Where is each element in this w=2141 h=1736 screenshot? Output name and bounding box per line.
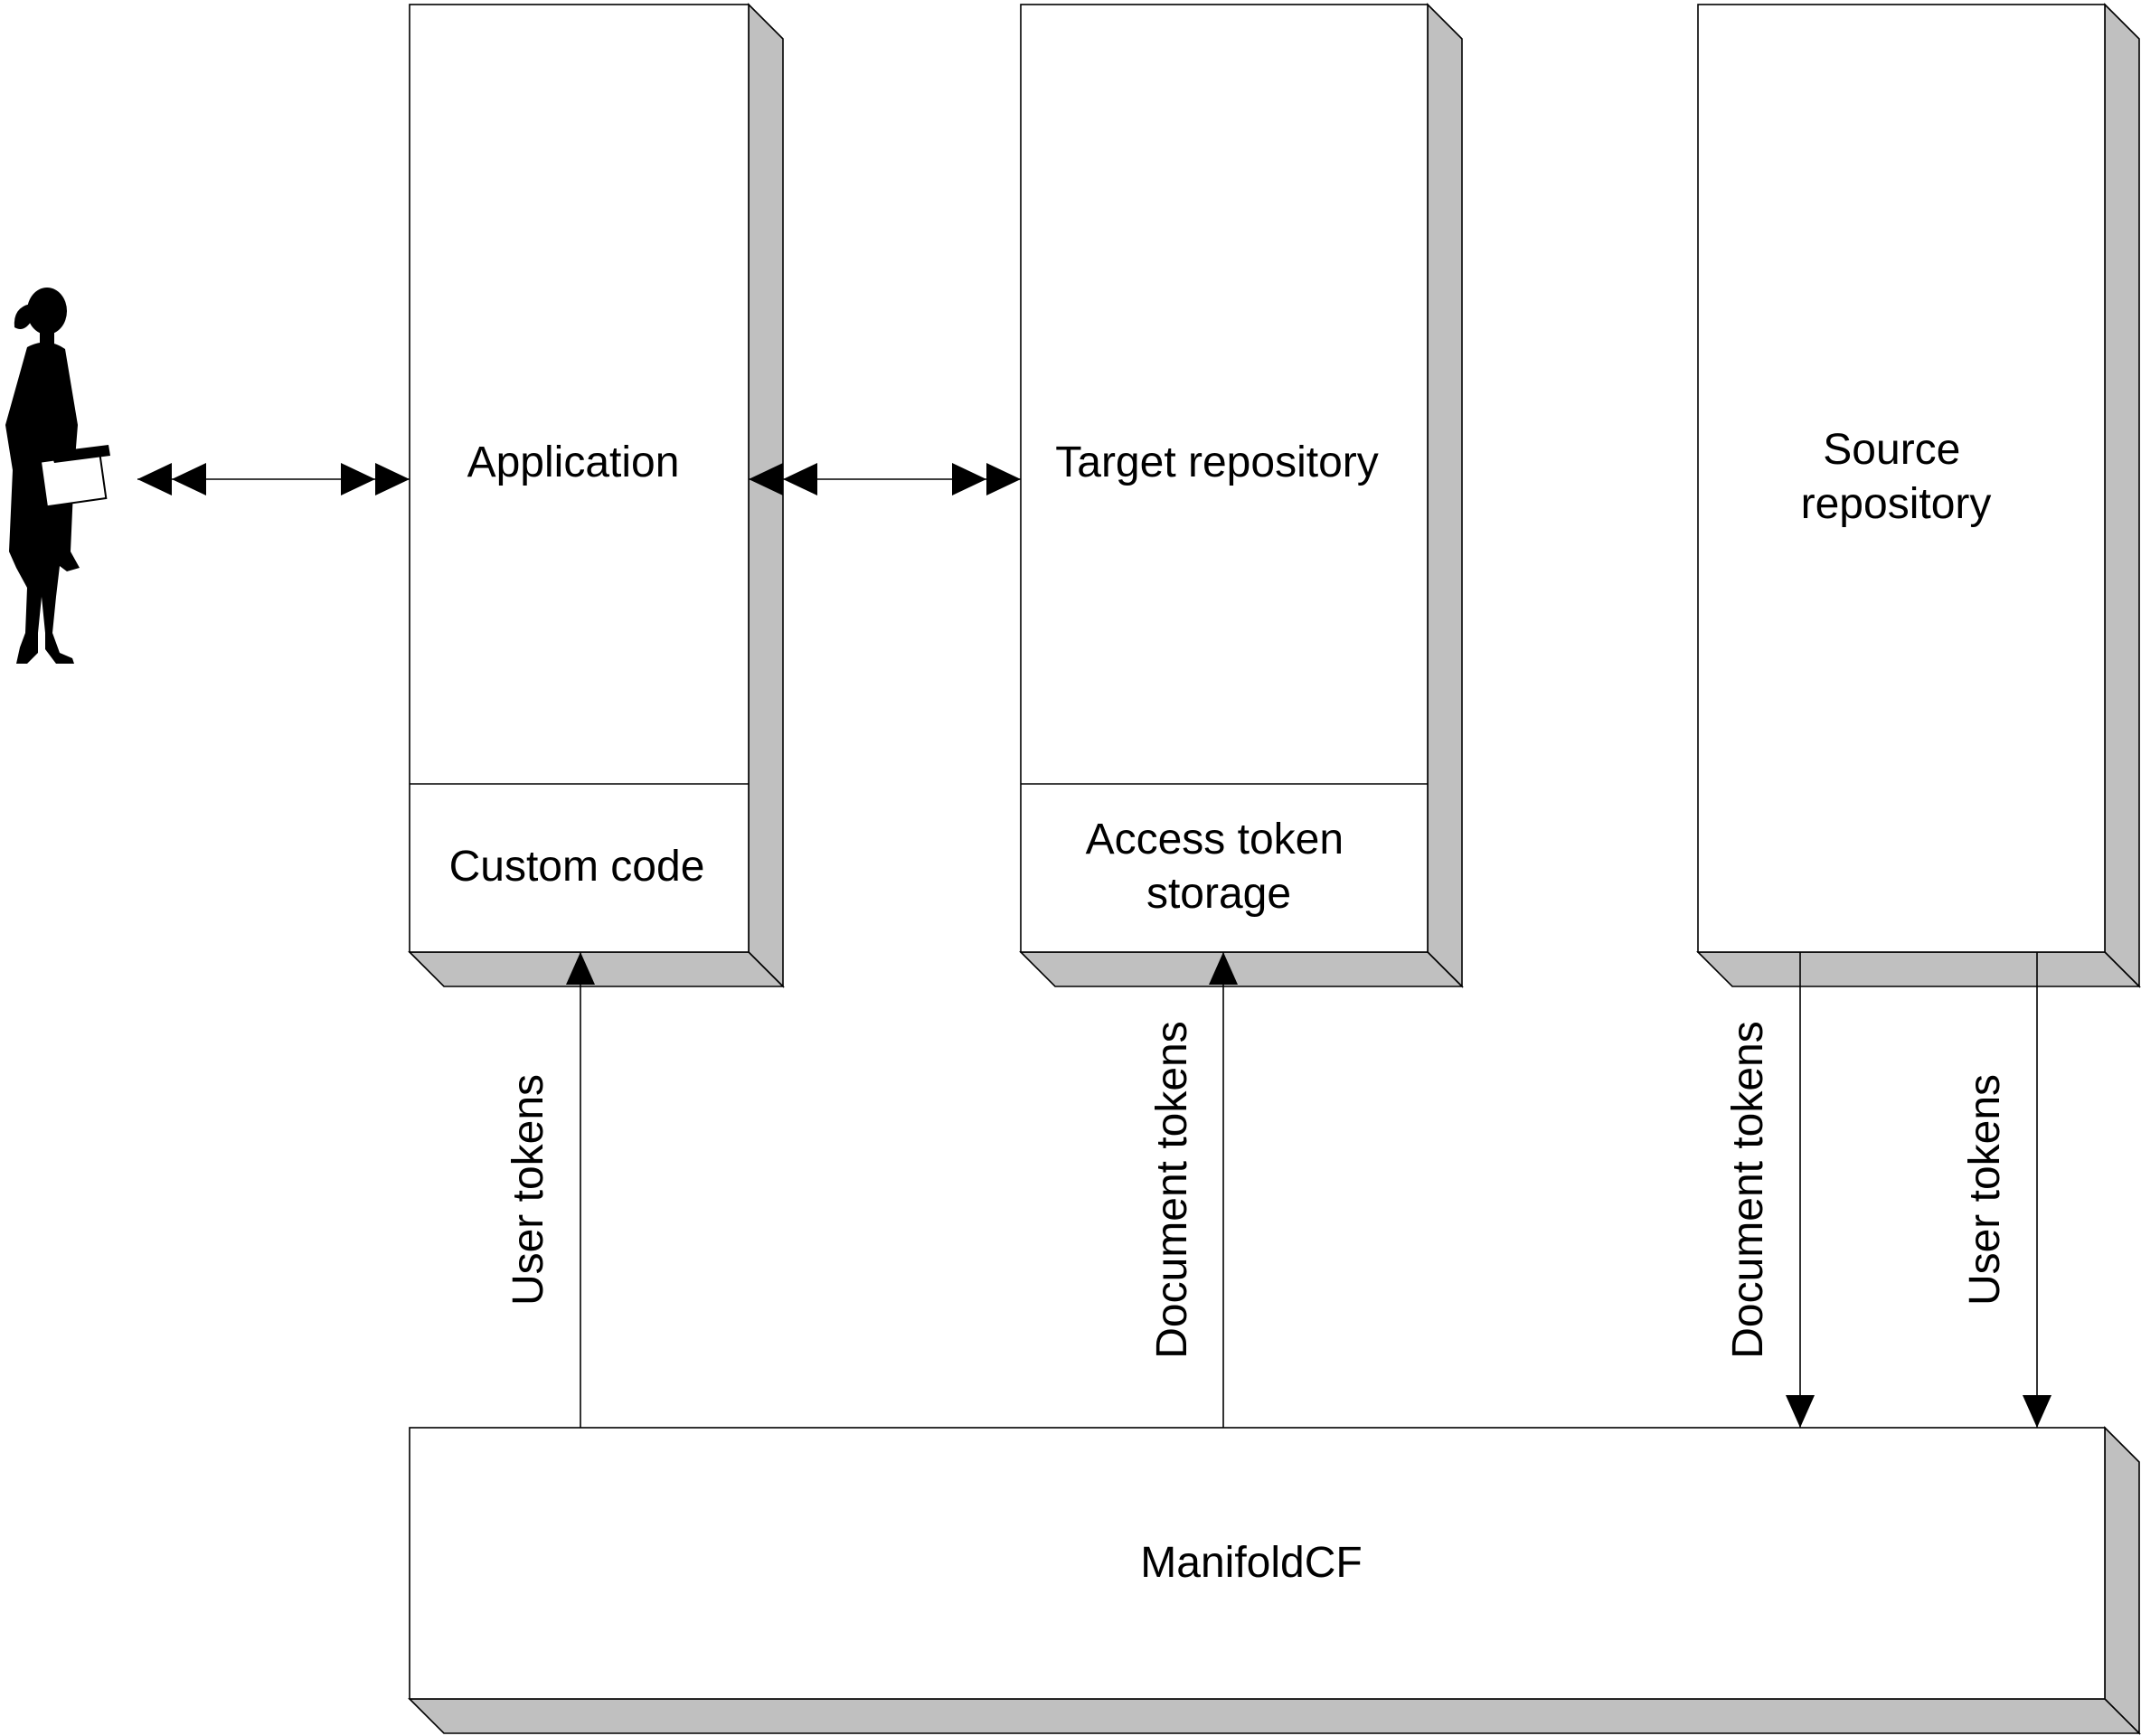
- access-token-storage-label: Access token storage: [1086, 816, 1356, 918]
- application-target-connector: [749, 463, 1021, 495]
- target-repository-title: Target repository: [1055, 439, 1379, 486]
- source-document-tokens-arrow: Document tokens: [1724, 952, 1815, 1428]
- source-user-tokens-arrow: User tokens: [1961, 952, 2051, 1428]
- source-user-tokens-label: User tokens: [1961, 1074, 2009, 1306]
- person-with-folder-icon: [5, 288, 110, 664]
- application-box: Application Custom code: [408, 3, 785, 988]
- target-repository-box: Target repository Access token storage: [1019, 3, 1464, 988]
- manifoldcf-title: ManifoldCF: [1140, 1539, 1362, 1587]
- source-repository-box: Source repository: [1696, 3, 2141, 988]
- source-document-tokens-label: Document tokens: [1724, 1021, 1772, 1359]
- user-tokens-arrow-to-application: User tokens: [505, 952, 595, 1428]
- user-tokens-label: User tokens: [505, 1074, 552, 1306]
- user-application-connector: [137, 463, 410, 495]
- manifoldcf-box: ManifoldCF: [408, 1426, 2141, 1735]
- document-tokens-label: Document tokens: [1148, 1021, 1196, 1359]
- application-title: Application: [467, 439, 680, 486]
- source-repository-title: Source repository: [1801, 426, 1992, 528]
- custom-code-label: Custom code: [449, 843, 705, 891]
- document-tokens-arrow-to-target: Document tokens: [1148, 952, 1238, 1428]
